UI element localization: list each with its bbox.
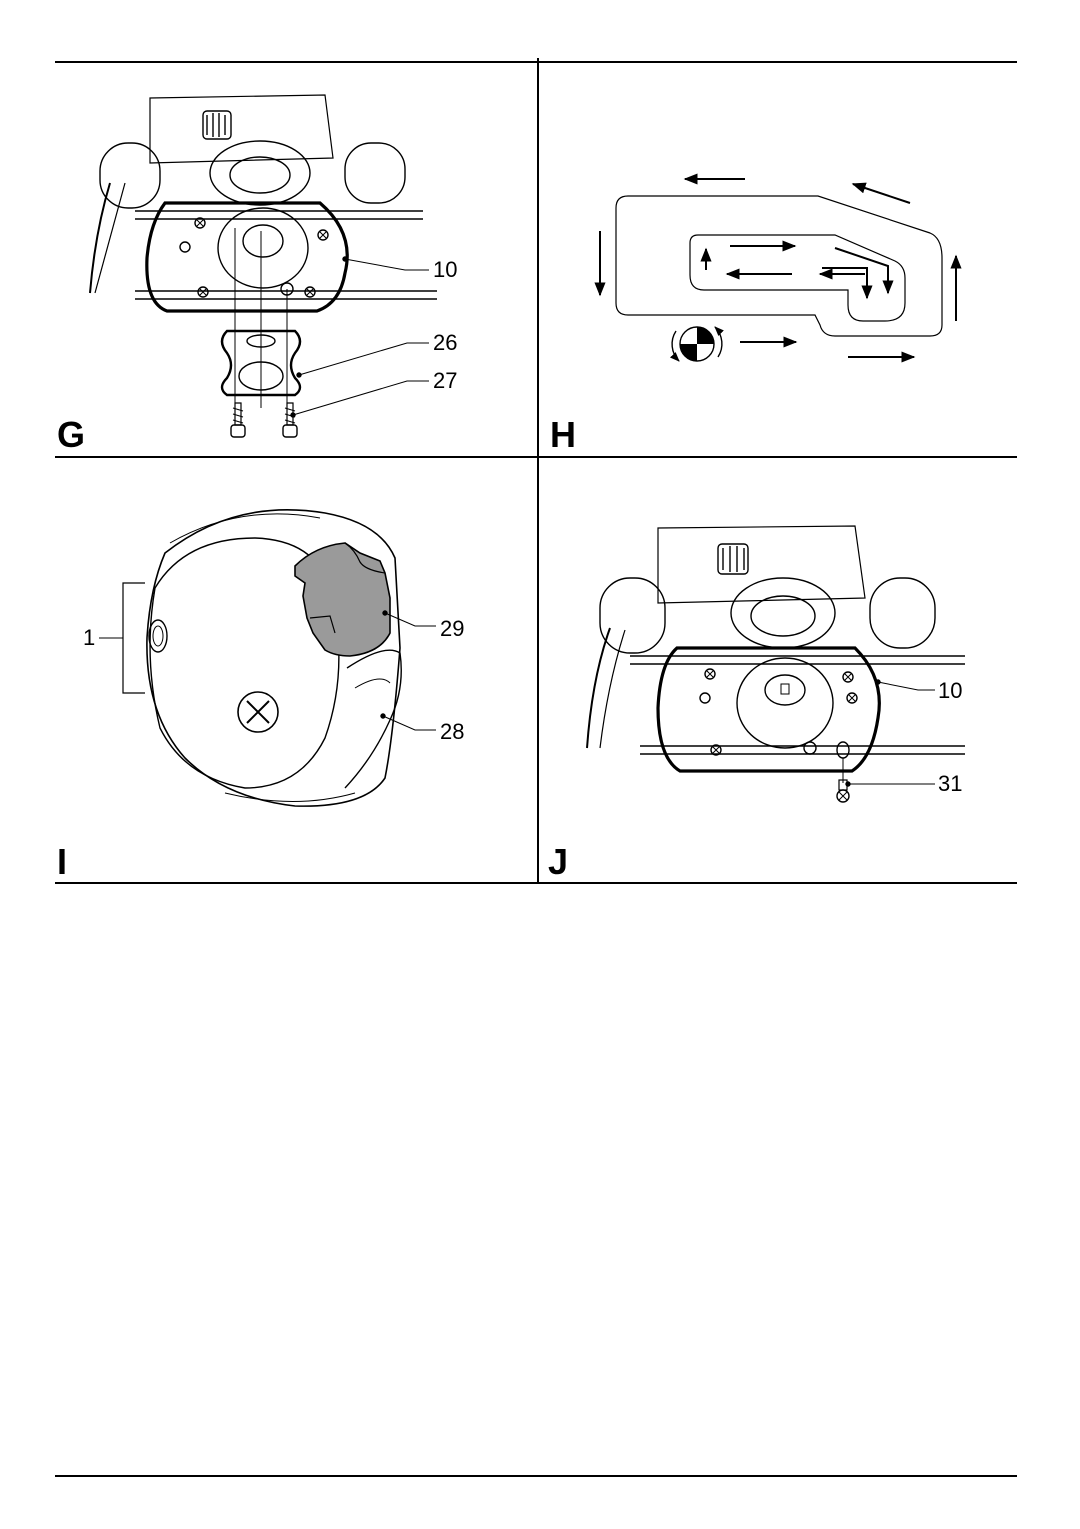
callout-29: 29 <box>440 616 465 641</box>
panel-letter-i: I <box>57 841 68 882</box>
router-base-plate-removal-diagram <box>89 94 437 438</box>
panel-g: 10 26 27 G <box>55 63 535 456</box>
panel-letter-g: G <box>57 414 86 455</box>
bottom-rule <box>55 1475 1017 1477</box>
panel-i: 1 29 28 I <box>55 458 535 882</box>
panel-letter-h: H <box>550 414 576 455</box>
callout-31: 31 <box>938 771 963 796</box>
callout-28: 28 <box>440 719 465 744</box>
router-base-plate-screw-diagram <box>586 525 965 803</box>
vertical-divider <box>537 58 539 884</box>
callout-10: 10 <box>433 257 458 282</box>
middle-rule <box>55 456 1017 458</box>
top-rule <box>55 61 1017 63</box>
callout-10-j: 10 <box>938 678 963 703</box>
lower-rule <box>55 882 1017 884</box>
callout-27: 27 <box>433 368 458 393</box>
panel-letter-j: J <box>548 841 569 882</box>
router-cap-diagram <box>99 508 436 807</box>
callout-26: 26 <box>433 330 458 355</box>
callout-1: 1 <box>83 625 96 650</box>
panel-h: H <box>540 63 1020 456</box>
routing-direction-diagram <box>594 173 962 363</box>
panel-j: 10 31 J <box>540 458 1020 882</box>
